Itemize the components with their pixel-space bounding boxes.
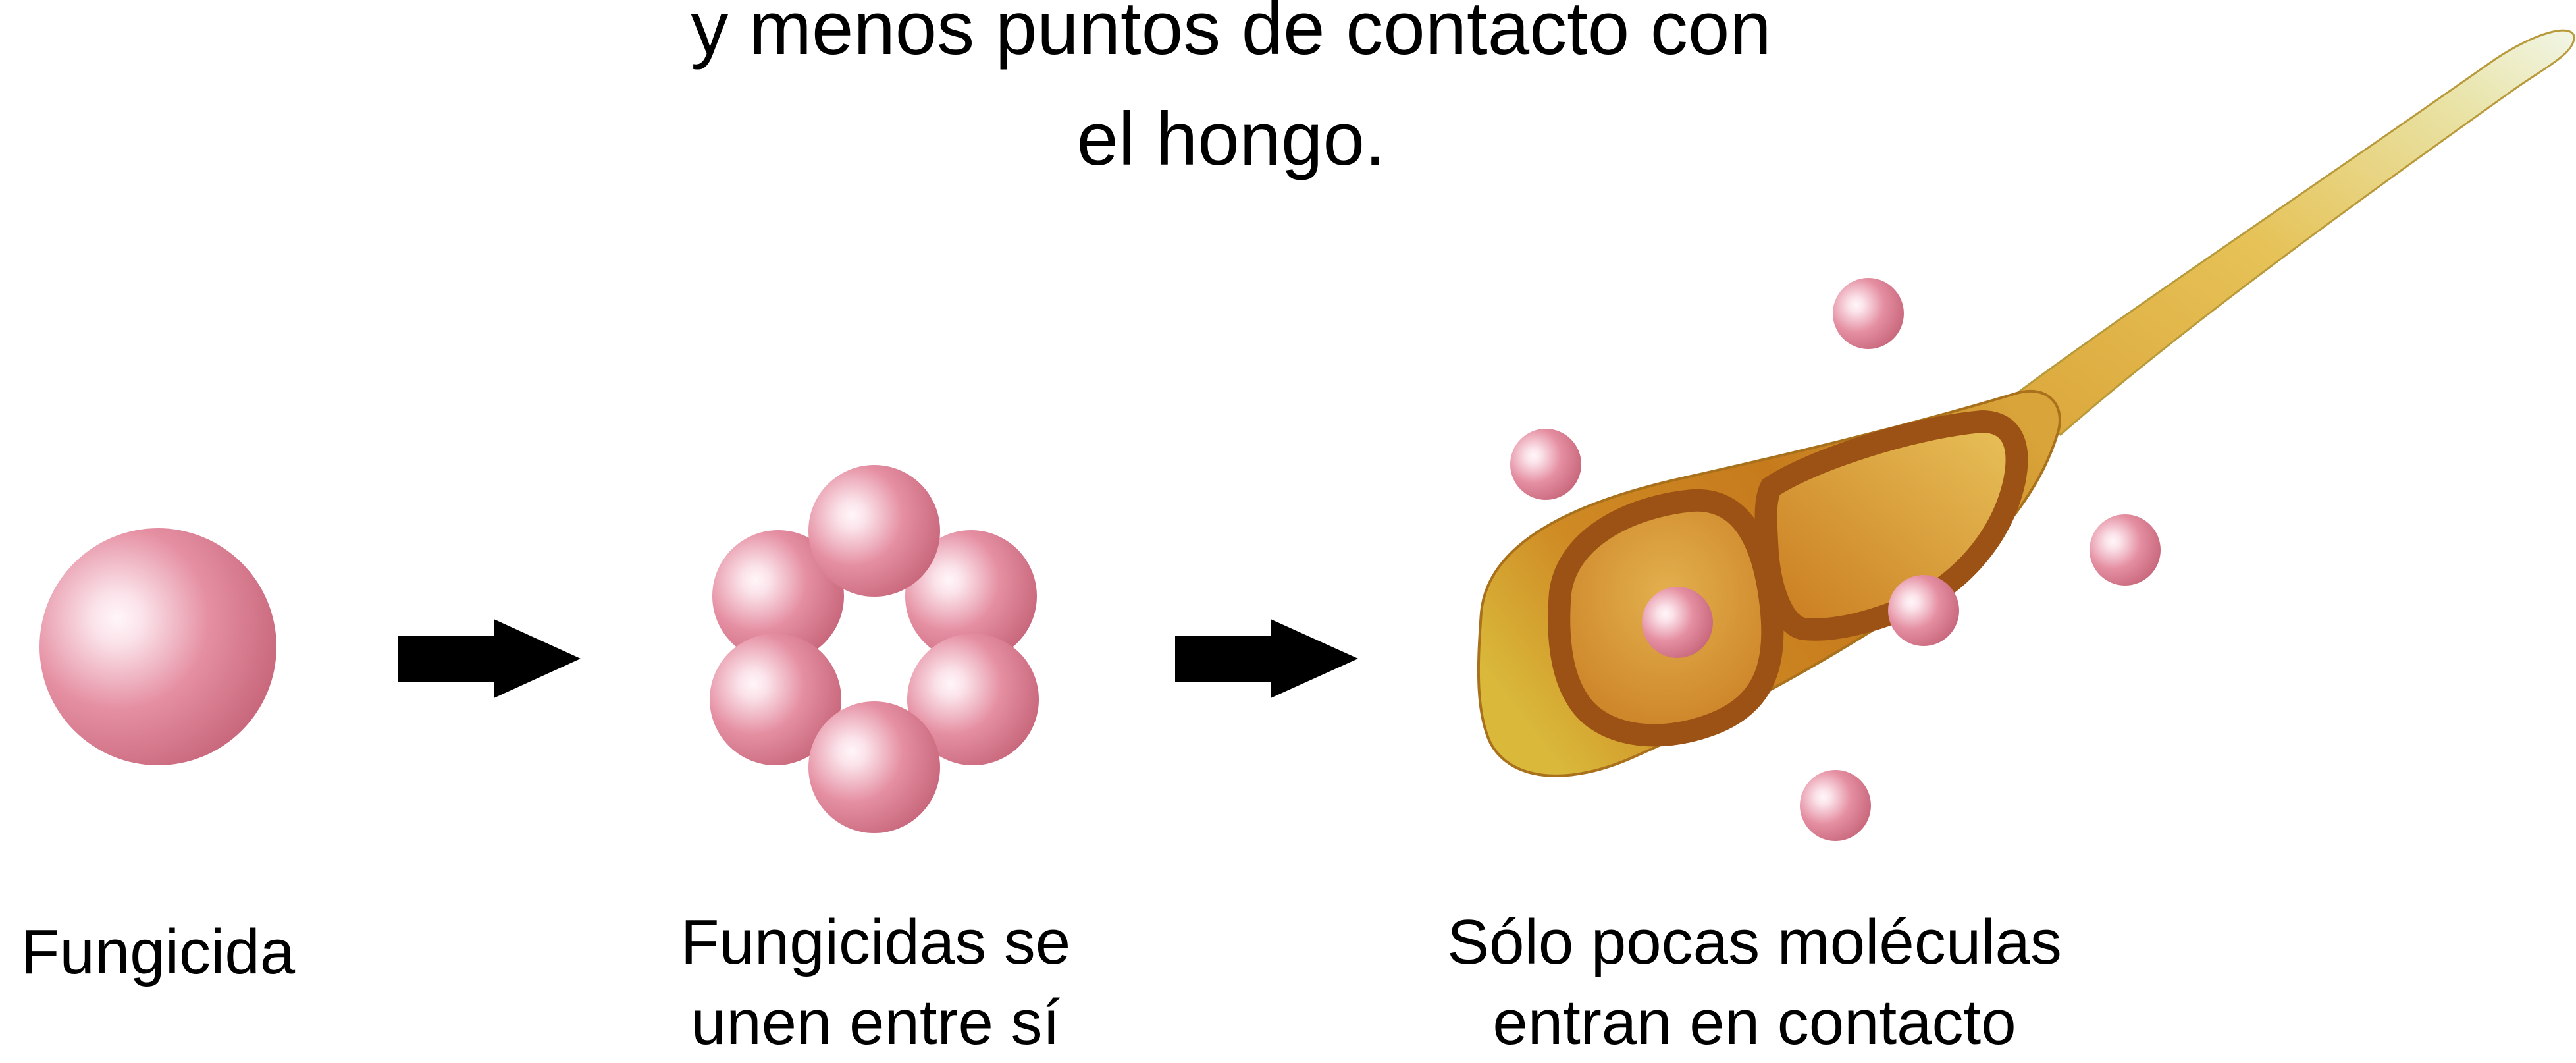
cluster-molecule	[808, 465, 940, 597]
cluster-molecule	[808, 701, 940, 833]
caption-aggregate: Fungicidas se unen entre sí	[612, 902, 1139, 1063]
heading-line-2: el hongo.	[1076, 97, 1386, 181]
heading-line-1: y menos puntos de contacto con	[691, 0, 1772, 70]
cluster-molecule	[710, 634, 841, 765]
caption-fungicide: Fungicida	[0, 912, 316, 993]
cluster-molecule	[905, 530, 1037, 662]
caption-line: unen entre sí	[691, 987, 1061, 1058]
free-molecule	[2090, 514, 2161, 586]
heading: y menos puntos de contacto con el hongo.	[0, 0, 2462, 195]
contact-molecule	[1642, 587, 1713, 658]
free-molecule	[1510, 429, 1581, 500]
free-molecule	[1833, 278, 1904, 349]
caption-line: Fungicida	[20, 917, 296, 987]
caption-line: Fungicidas se	[680, 907, 1071, 977]
cluster-molecule	[907, 634, 1039, 765]
right-arrow-icon	[1175, 619, 1358, 698]
caption-line: Sólo pocas moléculas	[1447, 907, 2062, 977]
fungal-spore	[1477, 29, 2575, 777]
hypha	[2012, 29, 2575, 436]
cluster-molecule	[712, 530, 844, 662]
molecule-cluster	[710, 465, 1039, 833]
caption-contact: Sólo pocas moléculas entran en contacto	[1382, 902, 2126, 1063]
spore-cell-right	[1754, 410, 2028, 641]
fungicide-molecule	[39, 528, 276, 765]
caption-line: entran en contacto	[1492, 987, 2016, 1058]
right-arrow-icon	[398, 619, 581, 698]
contact-molecule	[1888, 575, 1959, 646]
free-molecule	[1800, 770, 1871, 841]
